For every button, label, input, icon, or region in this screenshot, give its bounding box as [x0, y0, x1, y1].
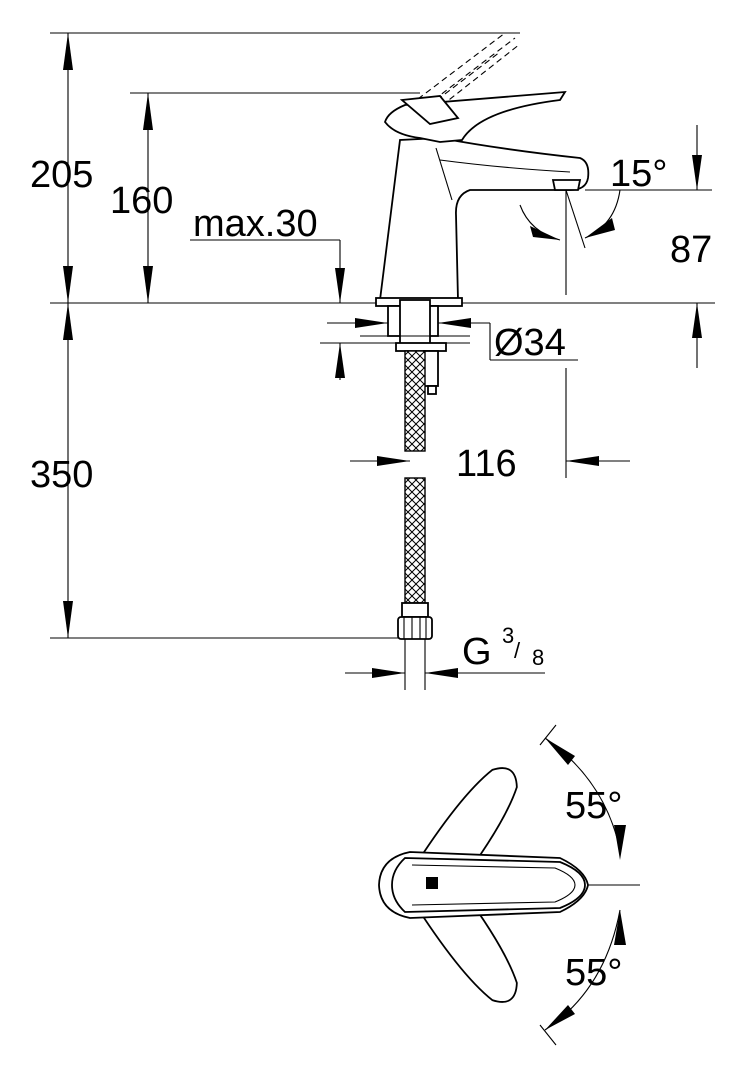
label-connection-g: G — [462, 631, 492, 673]
angle-15 — [519, 189, 621, 295]
dimension-116 — [350, 368, 630, 478]
dimension-205 — [63, 33, 73, 303]
label-diameter: Ø34 — [494, 322, 566, 364]
side-view: 205 160 max.30 Ø34 — [30, 32, 715, 690]
label-55deg-bottom: 55° — [565, 952, 622, 994]
angle-arc-top — [539, 724, 626, 860]
label-160: 160 — [110, 180, 173, 222]
dimension-160 — [143, 93, 153, 303]
indicator-mark — [426, 877, 438, 889]
dimension-350 — [63, 303, 73, 638]
label-87: 87 — [670, 229, 712, 271]
dimension-connection — [345, 668, 545, 678]
dimension-max30 — [190, 239, 345, 380]
label-350: 350 — [30, 454, 93, 496]
dimension-87 — [585, 125, 712, 368]
label-connection-num: 3 — [502, 623, 514, 648]
braided-hose — [397, 350, 433, 690]
top-view: 55° 55° — [378, 724, 640, 1046]
label-116: 116 — [456, 443, 517, 485]
handle-center — [391, 857, 586, 913]
mounting-hardware — [320, 299, 470, 395]
label-max30: max.30 — [193, 203, 318, 245]
label-15deg: 15° — [610, 153, 667, 195]
label-connection-slash: / — [514, 638, 521, 663]
angle-arc-bottom — [539, 909, 626, 1046]
label-205: 205 — [30, 154, 93, 196]
faucet-body — [375, 90, 590, 307]
label-connection-den: 8 — [532, 645, 544, 670]
label-55deg-top: 55° — [565, 785, 622, 827]
dimension-diameter — [327, 318, 578, 361]
